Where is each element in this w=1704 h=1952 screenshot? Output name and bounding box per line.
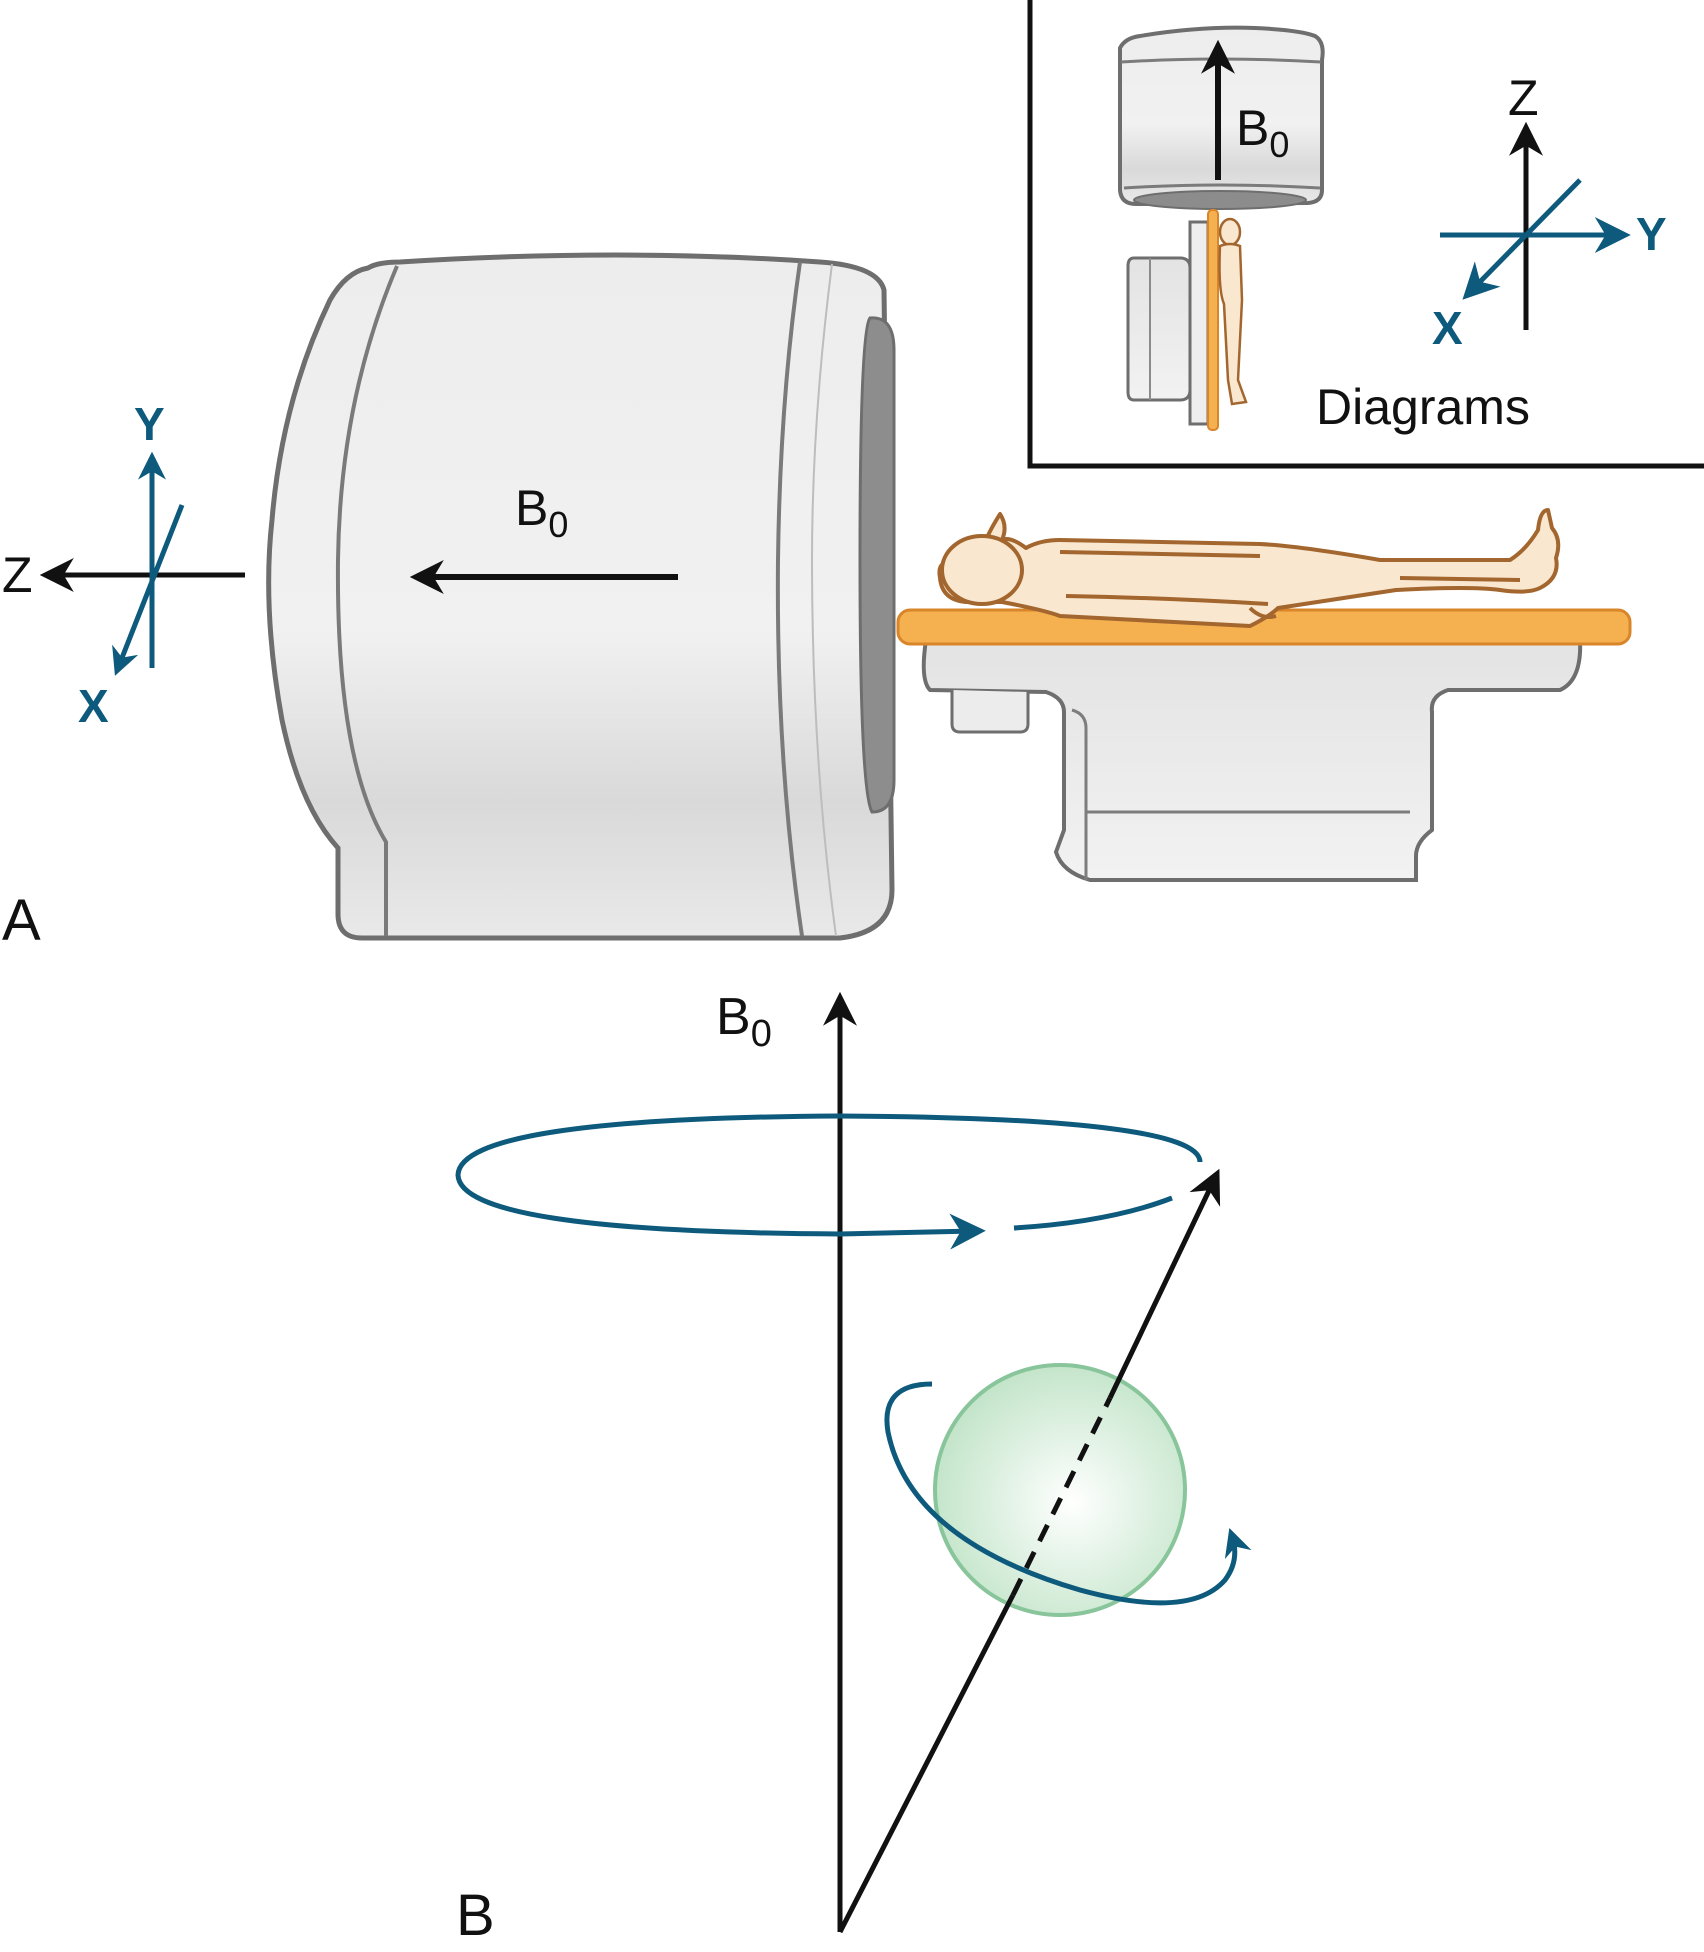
spin-rotation-arc [884,1381,1252,1606]
panel-b-b0-subscript: 0 [751,1013,772,1055]
mri-magnet-icon-large [266,252,896,941]
panel-b: B0 B [455,988,1252,1948]
panel-a: Z Y X B0 [2,252,1632,953]
svg-text:B0: B0 [1236,100,1289,165]
inset-axes [1440,121,1631,330]
panel-a-axes [39,451,245,676]
svg-text:B0: B0 [515,480,568,545]
magnetic-moment-arrow [1107,1168,1221,1400]
patient-figure-icon-large [937,508,1561,628]
panel-a-b0-subscript: 0 [548,504,568,545]
inset-axis-z-label: Z [1508,70,1539,126]
patient-table-icon-large [896,608,1632,882]
magnetic-moment-axis-dashed [1010,1396,1113,1597]
panel-a-axis-z-label: Z [2,547,33,603]
panel-b-b0-label: B [716,988,751,1046]
precession-orbit [455,1113,1203,1250]
panel-a-b0-label: B [515,480,548,536]
inset-panel: B0 Z Y X Diagrams [1027,0,1704,469]
inset-border [1027,0,1704,469]
patient-figure-icon [1218,217,1248,406]
proton-sphere-icon [933,1363,1187,1617]
panel-a-axis-y-label: Y [134,398,165,450]
panel-a-axis-x-label: X [78,680,109,732]
patient-table-icon [1126,209,1219,431]
inset-axis-x-label: X [1432,302,1463,354]
inset-caption: Diagrams [1316,379,1530,435]
inset-b0-label: B [1236,100,1269,156]
svg-text:B0: B0 [716,988,772,1055]
precession-orbit-tail [1013,1195,1173,1231]
inset-b0-subscript: 0 [1269,124,1289,165]
panel-b-letter: B [456,1883,495,1948]
inset-axis-y-label: Y [1636,208,1667,260]
mri-magnet-icon [1118,25,1325,210]
panel-a-letter: A [2,888,41,953]
magnetic-moment-axis-lower [837,1593,1016,1934]
